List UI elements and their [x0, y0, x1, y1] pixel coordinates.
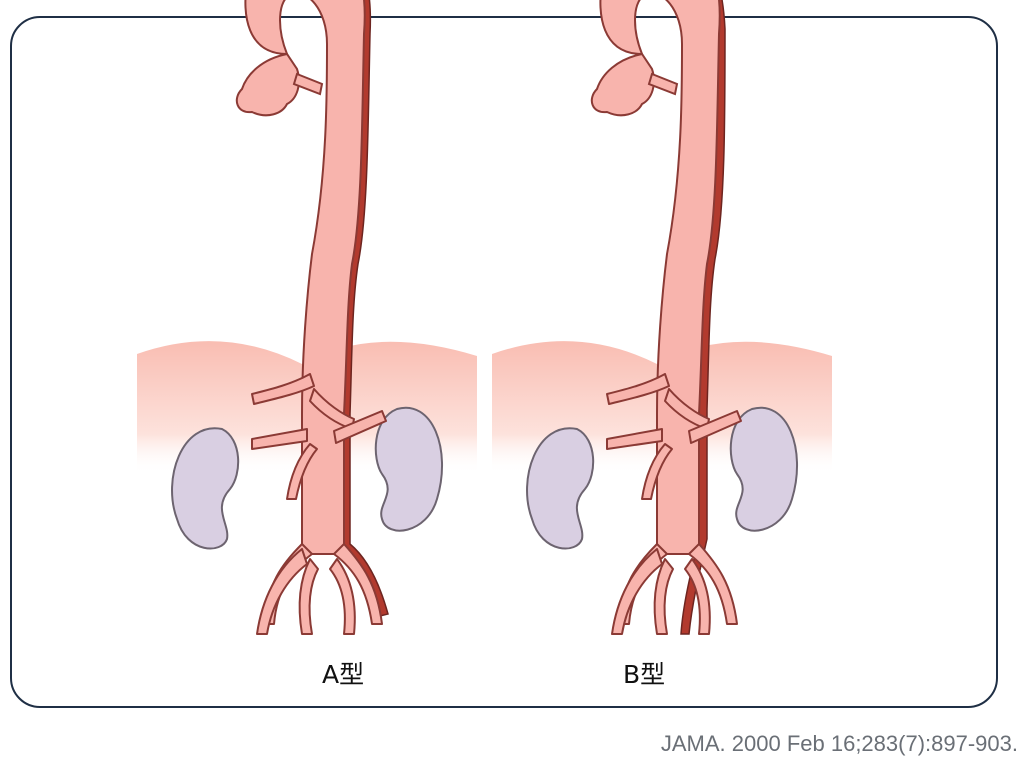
type-a-label: A型	[322, 660, 365, 689]
panel-a-illustration	[137, 0, 477, 635]
type-b-label: B型	[623, 660, 666, 689]
panel-b-illustration	[492, 0, 832, 635]
citation: JAMA. 2000 Feb 16;283(7):897-903.	[660, 731, 1018, 756]
